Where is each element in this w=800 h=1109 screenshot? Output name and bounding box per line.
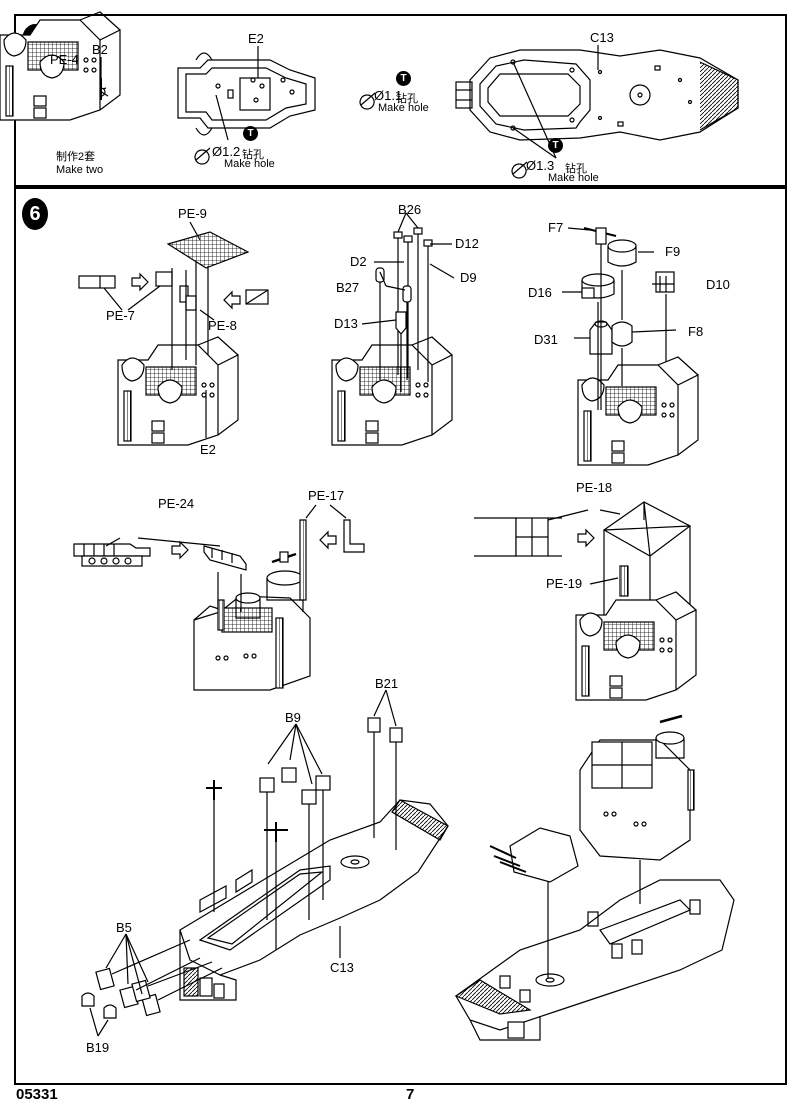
step6a-assembly — [78, 221, 269, 446]
hole-size-e2: Ø1.2 — [212, 144, 241, 159]
hole-size-c13-a: Ø1.1 — [374, 88, 403, 103]
label-f9: F9 — [665, 244, 681, 259]
model-number: 05331 — [16, 1086, 58, 1103]
label-b27: B27 — [336, 280, 360, 295]
label-d10: D10 — [706, 277, 730, 292]
c13-hole-callouts — [359, 92, 528, 179]
hole-cn-e2: 钻孔 — [242, 149, 264, 161]
label-c13-step6: C13 — [330, 960, 354, 975]
e2-hole-callout — [194, 147, 211, 165]
drill-symbol-c13-b: T — [548, 138, 563, 153]
make-hole-e2: Make hole — [224, 158, 275, 170]
label-d12: D12 — [455, 236, 479, 251]
label-pe9: PE-9 — [178, 206, 207, 221]
e2-top-view — [177, 46, 316, 141]
label-e2-step5: E2 — [248, 31, 264, 46]
make-two-en: Make two — [56, 164, 104, 176]
drill-symbol-c13-a: T — [396, 71, 411, 86]
label-pe19: PE-19 — [546, 576, 583, 591]
step6e-assembly — [474, 501, 697, 701]
step-6-frame — [14, 185, 787, 1085]
label-b2: B2 — [92, 42, 108, 57]
label-b26: B26 — [398, 202, 422, 217]
label-pe18: PE-18 — [576, 480, 613, 495]
label-pe8: PE-8 — [208, 318, 237, 333]
make-two-cn: 制作2套 — [56, 151, 96, 163]
page-number: 7 — [406, 1086, 415, 1103]
label-b9: B9 — [285, 710, 301, 725]
step6b-assembly — [331, 212, 455, 446]
label-b5: B5 — [116, 920, 132, 935]
hole-size-c13-b: Ø1.3 — [526, 158, 555, 173]
step6c-assembly — [562, 227, 699, 466]
drill-symbol-e2: T — [243, 126, 258, 141]
label-pe24: PE-24 — [158, 496, 195, 511]
label-d31: D31 — [534, 332, 558, 347]
label-pe4: PE-4 — [50, 52, 79, 67]
label-d16: D16 — [528, 285, 552, 300]
c13-top-view — [455, 45, 739, 159]
label-pe7: PE-7 — [106, 308, 135, 323]
label-c13-step5: C13 — [590, 30, 614, 45]
label-pe17: PE-17 — [308, 488, 345, 503]
make-hole-c13-b: Make hole — [548, 172, 599, 184]
hole-cn-c13-b: 钻孔 — [565, 163, 587, 175]
label-d2: D2 — [350, 254, 367, 269]
make-hole-c13-a: Make hole — [378, 102, 429, 114]
step6d-assembly — [73, 504, 365, 691]
label-f7: F7 — [548, 220, 564, 235]
label-f8: F8 — [688, 324, 704, 339]
step6g-assembly — [454, 714, 735, 1041]
label-b21: B21 — [375, 676, 399, 691]
label-e2-step6: E2 — [200, 442, 216, 457]
hole-cn-c13-a: 钻孔 — [396, 93, 418, 105]
label-d9: D9 — [460, 270, 477, 285]
step-6-number: 6 — [22, 198, 48, 230]
step6f-assembly — [81, 689, 449, 1037]
label-b19: B19 — [86, 1040, 110, 1055]
label-d13: D13 — [334, 316, 358, 331]
